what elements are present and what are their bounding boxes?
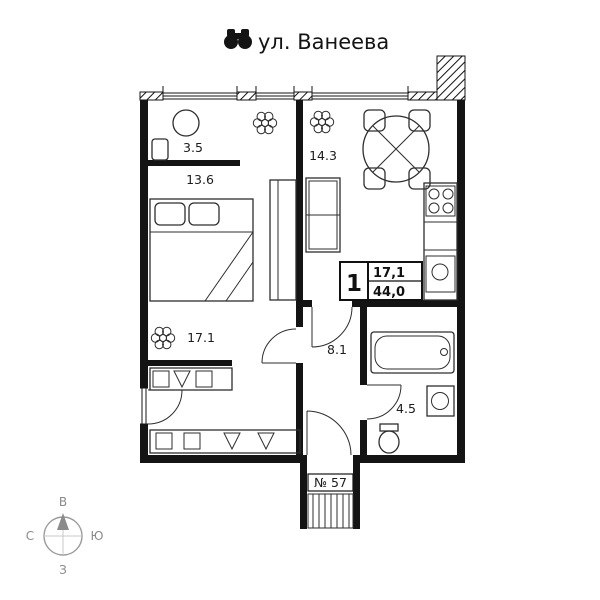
door-bathroom bbox=[366, 384, 402, 420]
window-closet bbox=[162, 86, 238, 100]
room-area-kitchen: 14.3 bbox=[309, 148, 337, 163]
entrance-stairs bbox=[307, 493, 354, 529]
compass-rose: В С Ю З bbox=[26, 495, 104, 577]
window-kitchen bbox=[311, 86, 409, 100]
hallway-wardrobe-upper bbox=[149, 367, 233, 391]
room-area-bedroom: 13.6 bbox=[186, 172, 214, 187]
chair bbox=[363, 167, 386, 190]
apartment-number: № 57 bbox=[314, 475, 347, 490]
washing-machine bbox=[426, 385, 455, 417]
wardrobe-bedroom bbox=[269, 179, 297, 301]
street-name: ул. Ванеева bbox=[258, 30, 389, 54]
kitchen-counter bbox=[423, 182, 458, 301]
compass-top: В bbox=[59, 495, 67, 509]
chair bbox=[408, 167, 431, 190]
door-entrance bbox=[306, 410, 352, 456]
rooms-count: 1 bbox=[346, 271, 362, 297]
room-area-bathroom: 4.5 bbox=[396, 401, 416, 416]
chair bbox=[363, 109, 386, 132]
room-area-hall: 8.1 bbox=[327, 342, 347, 357]
compass-bottom: З bbox=[59, 563, 67, 577]
door-living-hall bbox=[261, 328, 297, 364]
hallway-wardrobe-lower bbox=[149, 429, 301, 454]
room-area-living: 17.1 bbox=[187, 330, 215, 345]
door-kitchen-hall bbox=[311, 306, 353, 348]
window-bedroom bbox=[255, 86, 295, 100]
balcony-door bbox=[140, 387, 183, 425]
kitchen-cabinet bbox=[305, 177, 341, 253]
dining-table bbox=[362, 109, 431, 190]
chair bbox=[408, 109, 431, 132]
info-box: 1 17,1 44,0 bbox=[339, 261, 423, 301]
bathtub bbox=[370, 331, 455, 374]
binoculars-icon bbox=[224, 29, 252, 49]
total-area: 44,0 bbox=[373, 285, 405, 300]
compass-needle bbox=[57, 513, 69, 530]
stove bbox=[425, 185, 456, 217]
plant-icon bbox=[150, 326, 176, 350]
toilet bbox=[378, 423, 400, 454]
plant-icon bbox=[252, 111, 278, 135]
room-area-closet: 3.5 bbox=[183, 140, 203, 155]
street-title: ул. Ванеева bbox=[224, 29, 389, 54]
kitchen-sink bbox=[425, 255, 456, 293]
apartment-number-box: № 57 bbox=[307, 473, 354, 492]
closet-chair bbox=[151, 109, 200, 161]
plant-icon bbox=[309, 110, 335, 134]
living-area: 17,1 bbox=[373, 266, 405, 281]
compass-right: Ю bbox=[91, 529, 104, 543]
bed bbox=[149, 198, 254, 302]
compass-left: С bbox=[26, 529, 34, 543]
